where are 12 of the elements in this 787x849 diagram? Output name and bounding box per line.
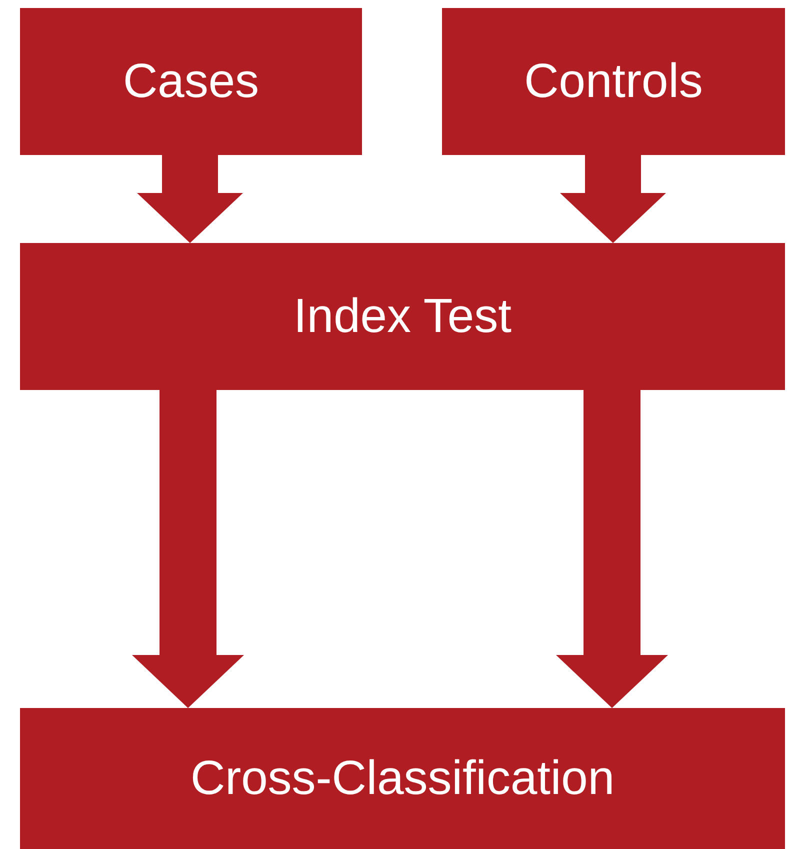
node-label: Cases (122, 54, 260, 109)
process-box (20, 708, 785, 849)
block-arrow (560, 155, 666, 243)
block-arrow (556, 390, 668, 708)
node-label: Index Test (294, 289, 512, 344)
block-arrow (137, 155, 243, 243)
block-arrow (132, 390, 244, 708)
process-box (442, 8, 785, 155)
process-box (20, 8, 362, 155)
node-label: Controls (524, 54, 703, 109)
node-label: Cross-Classification (190, 751, 615, 806)
process-box (20, 243, 785, 390)
